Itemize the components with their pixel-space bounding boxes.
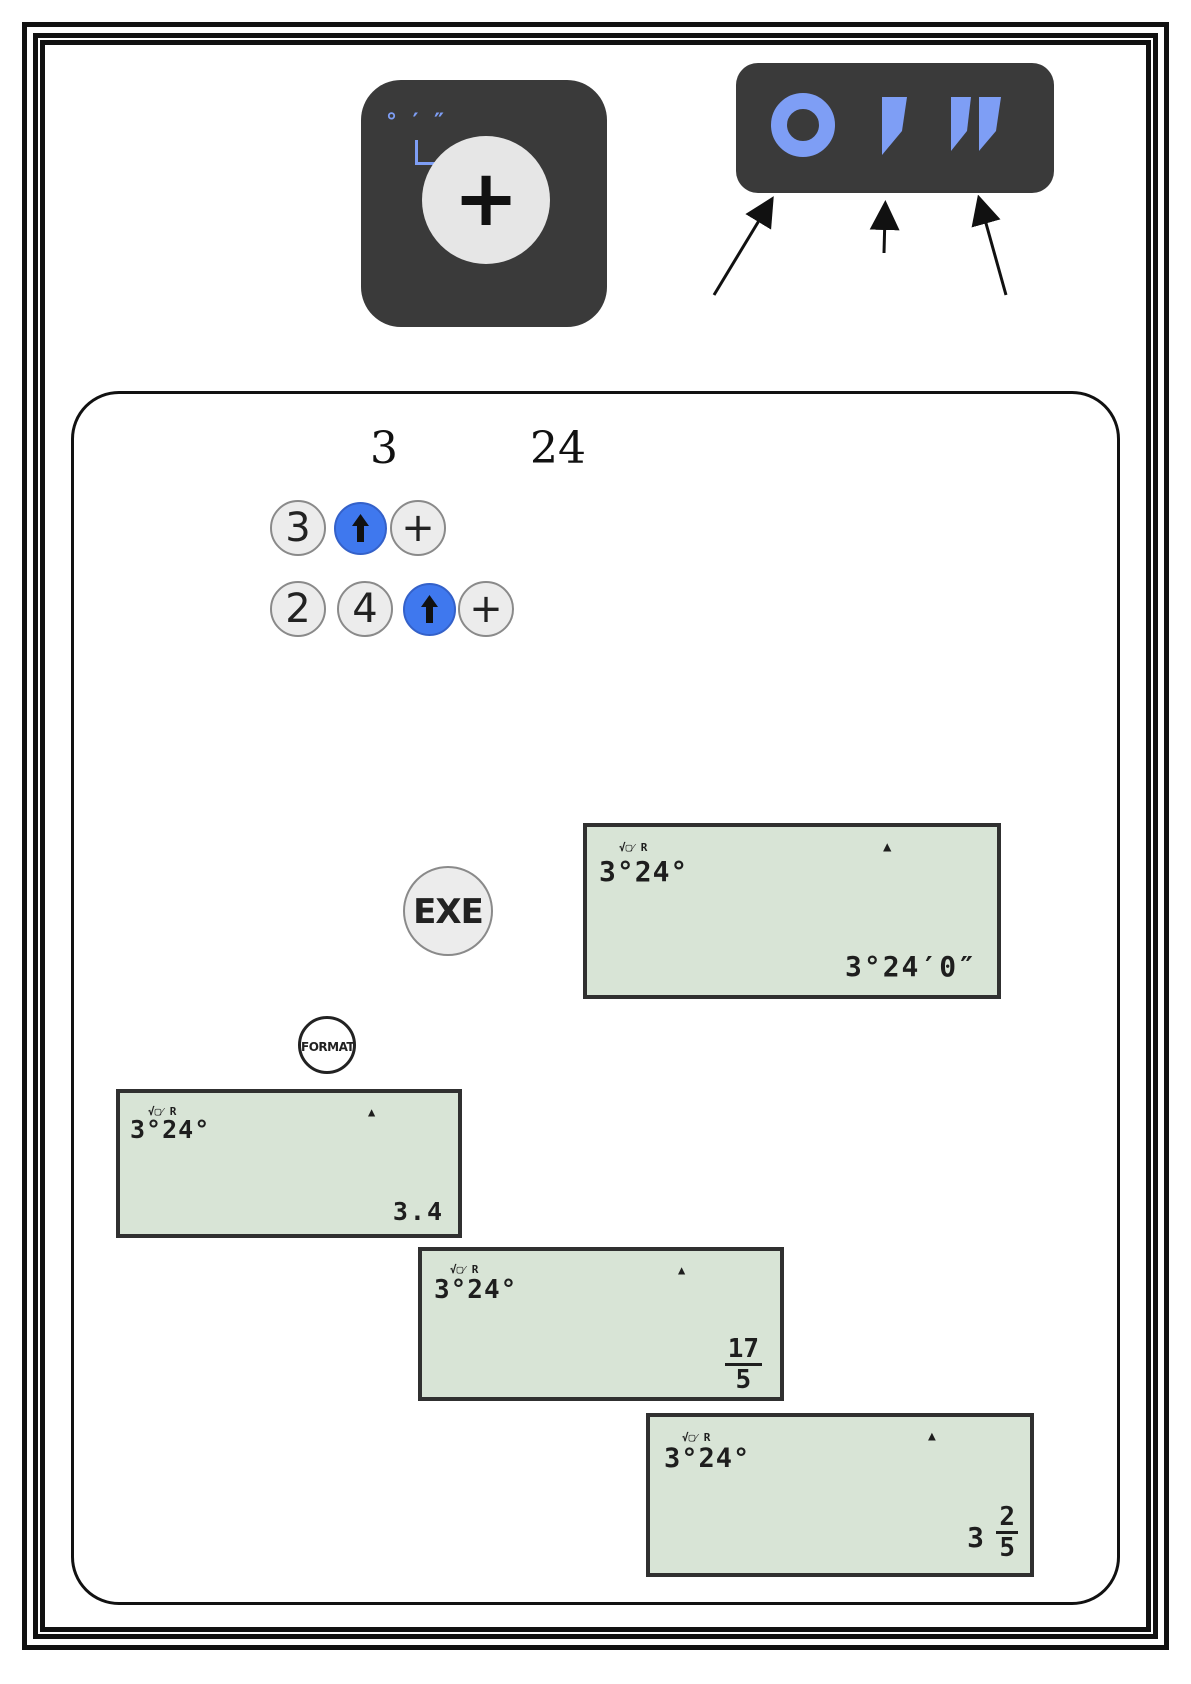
key-plus[interactable]: + bbox=[458, 581, 514, 637]
second-symbol-icon-a bbox=[951, 97, 971, 151]
fraction-numerator: 17 bbox=[725, 1335, 762, 1366]
lcd-entry: 3°24° bbox=[599, 855, 688, 888]
lcd-result-fraction: 17 5 bbox=[725, 1335, 762, 1394]
format-key[interactable]: FORMAT bbox=[298, 1016, 356, 1074]
mixed-whole: 3 bbox=[967, 1521, 986, 1554]
lcd-result: 3.4 bbox=[393, 1197, 444, 1226]
dms-symbols-svg bbox=[736, 63, 1054, 193]
dms-symbols-icon bbox=[736, 63, 1054, 193]
key-4[interactable]: 4 bbox=[337, 581, 393, 637]
plus-key-icon: ° ′ ″ + bbox=[361, 80, 607, 327]
shift-arrow-icon bbox=[336, 504, 385, 553]
lcd-screen-decimal: √▢⁄ R 3°24° ▲ 3.4 bbox=[116, 1089, 462, 1238]
degree-arrow bbox=[714, 209, 766, 295]
scroll-up-indicator: ▲ bbox=[678, 1263, 685, 1277]
degrees-value: 3 bbox=[370, 423, 398, 474]
shift-degree-label: ° ′ ″ bbox=[386, 110, 448, 135]
minute-arrow bbox=[884, 215, 885, 253]
lcd-screen-dms: √▢⁄ R 3°24° ▲ 3°24′0″ bbox=[583, 823, 1001, 999]
lcd-screen-mixed: √▢⁄ R 3°24° ▲ 3 2 5 bbox=[646, 1413, 1034, 1577]
lcd-indicators: √▢⁄ R bbox=[619, 841, 647, 854]
plus-key-circle: + bbox=[422, 136, 550, 264]
plus-symbol: + bbox=[422, 136, 550, 264]
lcd-result-fraction: 2 5 bbox=[996, 1503, 1018, 1562]
minutes-value: 24 bbox=[530, 423, 586, 474]
lcd-entry: 3°24° bbox=[664, 1443, 750, 1474]
minute-symbol-icon bbox=[882, 97, 907, 155]
lcd-screen-fraction: √▢⁄ R 3°24° ▲ 17 5 bbox=[418, 1247, 784, 1401]
lcd-entry: 3°24° bbox=[434, 1275, 517, 1305]
lcd-result: 3°24′0″ bbox=[845, 950, 977, 983]
pointer-arrows bbox=[700, 195, 1020, 305]
second-arrow bbox=[982, 209, 1006, 295]
fraction-numerator: 2 bbox=[996, 1503, 1018, 1534]
second-symbol-icon-b bbox=[979, 97, 1001, 151]
scroll-up-indicator: ▲ bbox=[883, 839, 891, 855]
scroll-up-indicator: ▲ bbox=[928, 1429, 936, 1444]
scroll-up-indicator: ▲ bbox=[368, 1105, 375, 1119]
fraction-denominator: 5 bbox=[996, 1534, 1018, 1562]
fraction-denominator: 5 bbox=[725, 1366, 762, 1394]
degree-symbol-icon bbox=[779, 101, 827, 149]
shift-key[interactable] bbox=[334, 502, 387, 555]
key-2[interactable]: 2 bbox=[270, 581, 326, 637]
exe-key[interactable]: EXE bbox=[403, 866, 493, 956]
shift-key[interactable] bbox=[403, 583, 456, 636]
key-3[interactable]: 3 bbox=[270, 500, 326, 556]
shift-arrow-icon bbox=[405, 585, 454, 634]
lcd-entry: 3°24° bbox=[130, 1115, 210, 1144]
key-plus[interactable]: + bbox=[390, 500, 446, 556]
